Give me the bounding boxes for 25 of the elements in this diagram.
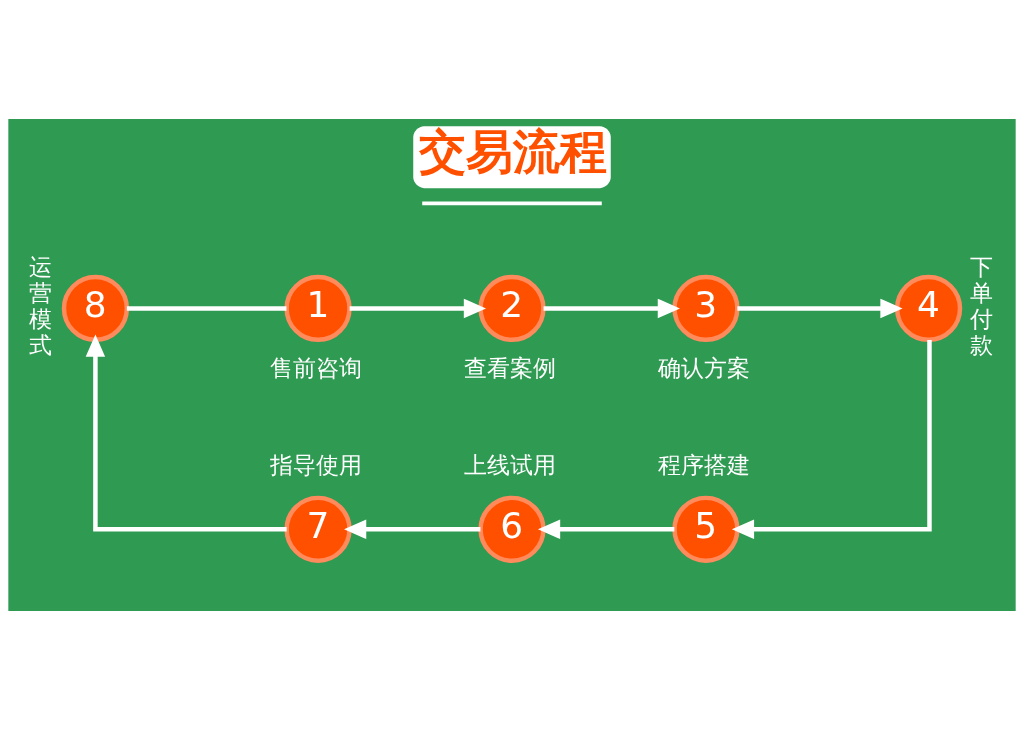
node-label: 售前咨询 bbox=[270, 353, 363, 382]
node-label: 程序搭建 bbox=[658, 451, 751, 480]
arrow bbox=[543, 298, 680, 319]
arrow bbox=[538, 519, 675, 539]
connector bbox=[126, 306, 287, 311]
node-circle: 4 bbox=[894, 274, 963, 343]
node-circle: 2 bbox=[478, 274, 546, 343]
node-label: 确认方案 bbox=[658, 353, 751, 382]
diagram-title: 交易流程 bbox=[418, 125, 607, 180]
node-label: 运营模式 bbox=[29, 253, 53, 360]
node-label: 查看案例 bbox=[464, 353, 557, 382]
node-circle: 7 bbox=[284, 495, 352, 563]
node-label: 指导使用 bbox=[270, 451, 363, 480]
node-circle: 3 bbox=[672, 274, 740, 343]
node-label: 上线试用 bbox=[464, 451, 557, 480]
node-circle: 1 bbox=[284, 274, 352, 343]
node-circle: 6 bbox=[478, 495, 546, 563]
arrow bbox=[344, 519, 481, 539]
arrow bbox=[737, 298, 903, 319]
node-circle: 5 bbox=[672, 495, 740, 563]
arrow bbox=[85, 334, 287, 532]
node-circle: 8 bbox=[61, 274, 130, 343]
node-label: 下单付款 bbox=[970, 253, 994, 360]
arrow bbox=[349, 298, 486, 319]
arrow bbox=[731, 340, 932, 539]
